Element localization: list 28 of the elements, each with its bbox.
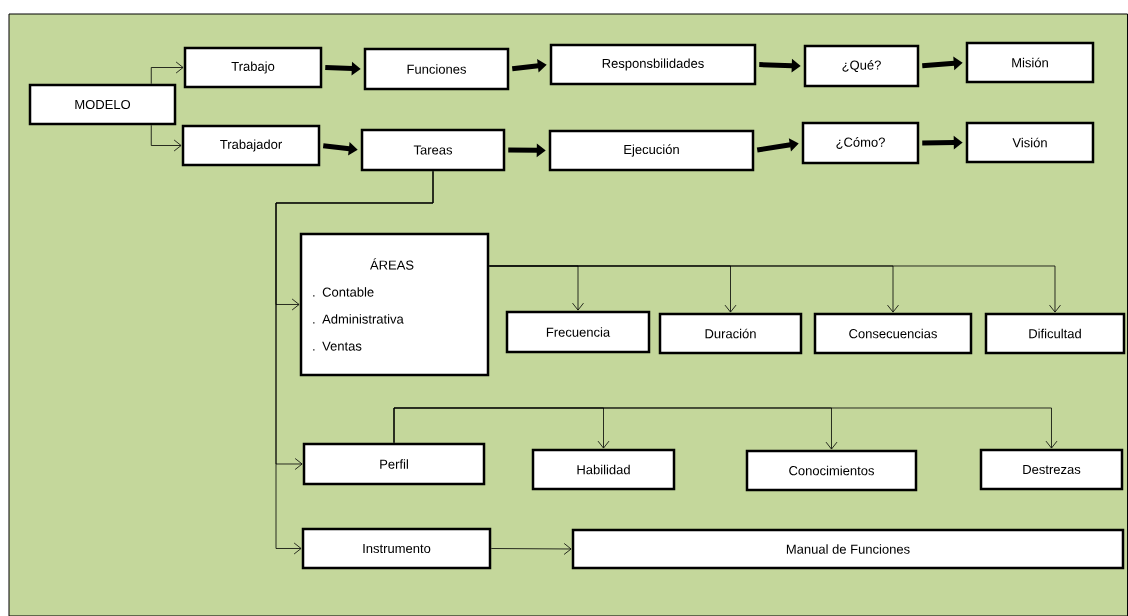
arrow [150,124,182,152]
process-box: Funciones [363,47,510,91]
process-box: Trabajo [183,46,323,89]
process-box: Misión [965,41,1095,84]
process-box: Tareas [360,128,506,172]
process-box: ÁREAS . Contable . Administrativa . Ventas [299,232,490,377]
arrow [393,407,1058,449]
process-box: Instrumento [301,527,492,570]
arrow [275,170,434,555]
arrow [490,543,572,555]
process-box: ¿Cómo? [801,121,920,165]
process-box: Dificultad [984,312,1126,355]
process-box: MODELO [28,83,177,126]
process-box: Frecuencia [505,310,651,354]
process-box: Habilidad [531,448,676,491]
process-box: Visión [965,121,1095,164]
process-box: ¿Qué? [803,44,920,88]
arrow [488,265,1061,313]
process-box: Consecuencias [813,312,973,355]
process-box: Responsbilidades [549,43,757,86]
process-box: Conocimientos [745,449,918,492]
process-box: Manual de Funciones [571,528,1125,570]
process-box: Perfil [302,442,486,486]
arrow [150,61,184,85]
process-box: Ejecución [548,129,755,172]
process-box: Trabajador [181,124,321,167]
process-box: Duración [658,312,803,355]
process-box: Destrezas [979,448,1124,491]
